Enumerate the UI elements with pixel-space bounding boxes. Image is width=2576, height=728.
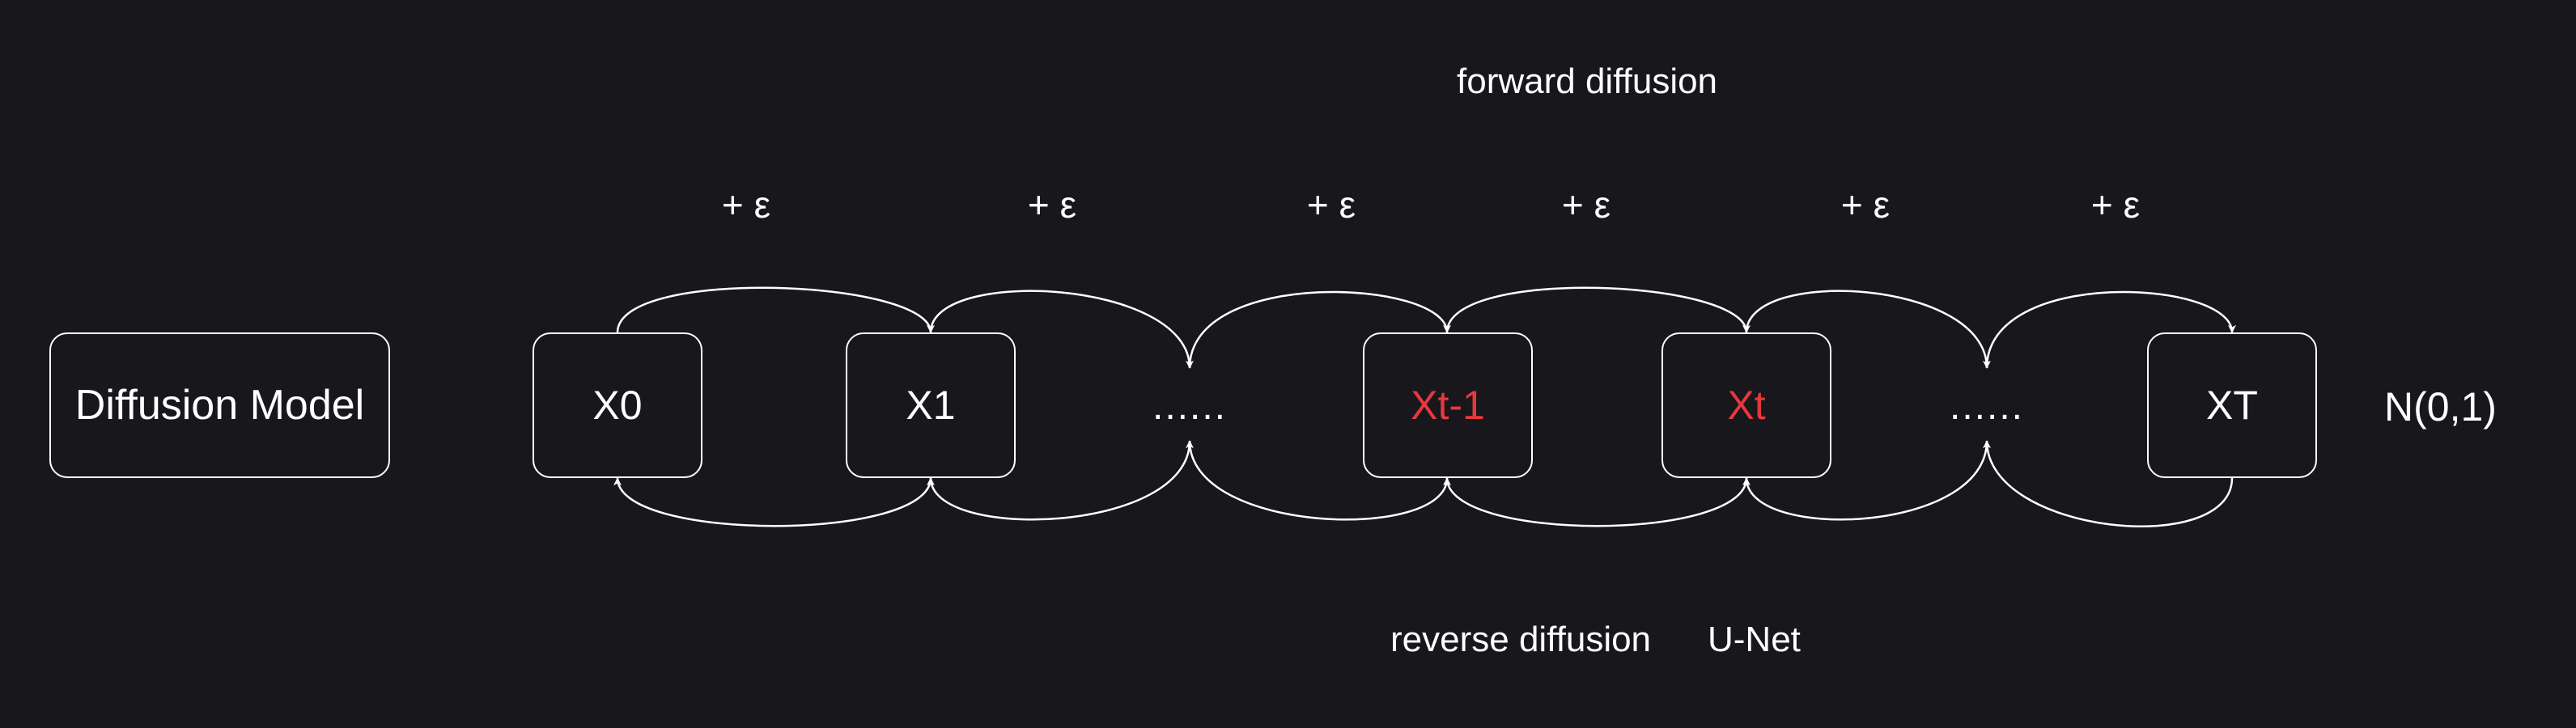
node-xt: Xt (1661, 332, 1831, 478)
reverse-arrow-3 (1443, 477, 1748, 527)
noise-step-label: + ε (2090, 184, 2141, 226)
noise-step-label: + ε (1840, 184, 1891, 226)
noise-step-label: + ε (721, 184, 771, 226)
reverse-arrow-5 (927, 440, 1191, 521)
forward-arrow-5 (1745, 290, 1991, 369)
noise-step-label: + ε (1306, 184, 1356, 226)
forward-arrow-1 (616, 286, 935, 333)
node-x0: X0 (533, 332, 702, 478)
reverse-diffusion-label: reverse diffusion (1390, 620, 1652, 659)
reverse-arrow-1 (1983, 440, 2234, 527)
diffusion-model-box: Diffusion Model (49, 332, 390, 478)
node-ellipsis-1: ...... (1152, 385, 1228, 428)
unet-label: U-Net (1708, 620, 1801, 659)
forward-arrow-4 (1445, 286, 1751, 333)
node-ellipsis-2: ...... (1949, 385, 2025, 428)
forward-arrow-3 (1188, 290, 1451, 369)
node-xT: XT (2147, 332, 2317, 478)
forward-arrow-6 (1985, 290, 2236, 369)
forward-diffusion-label: forward diffusion (1457, 61, 1718, 101)
reverse-arrow-6 (613, 477, 932, 527)
noise-step-label: + ε (1561, 184, 1611, 226)
reverse-arrow-4 (1186, 440, 1449, 521)
noise-distribution-label: N(0,1) (2384, 384, 2497, 430)
forward-arrow-2 (929, 290, 1194, 369)
reverse-arrow-2 (1742, 440, 1988, 521)
node-xt-minus-1: Xt-1 (1363, 332, 1533, 478)
node-x1: X1 (846, 332, 1016, 478)
noise-step-label: + ε (1027, 184, 1077, 226)
